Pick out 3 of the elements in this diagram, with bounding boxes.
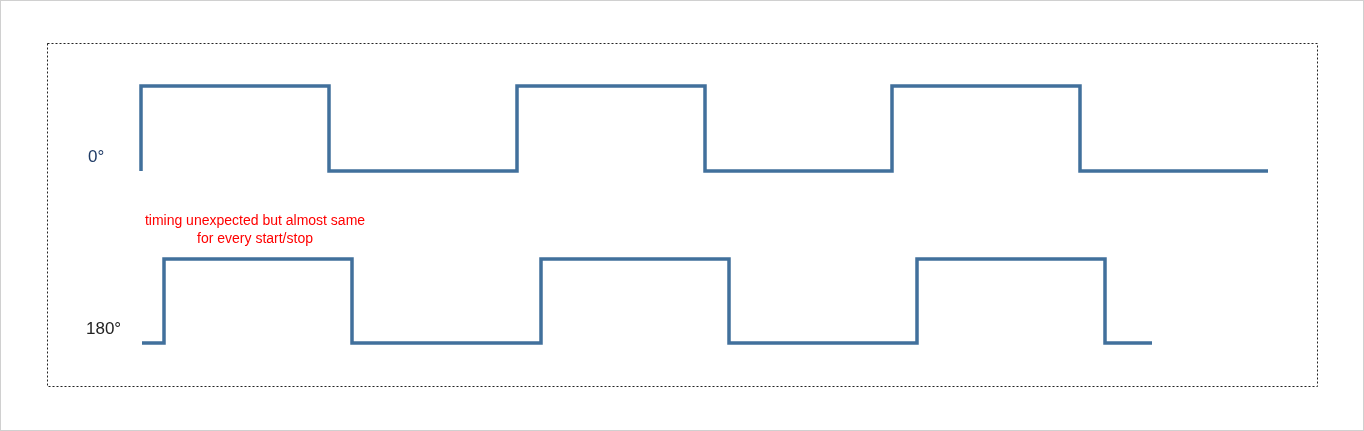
phase-label: 180° [86,319,122,339]
phase-label: 0° [88,147,105,167]
annotation-note: timing unexpected but almost same for every start/stop [143,211,367,248]
